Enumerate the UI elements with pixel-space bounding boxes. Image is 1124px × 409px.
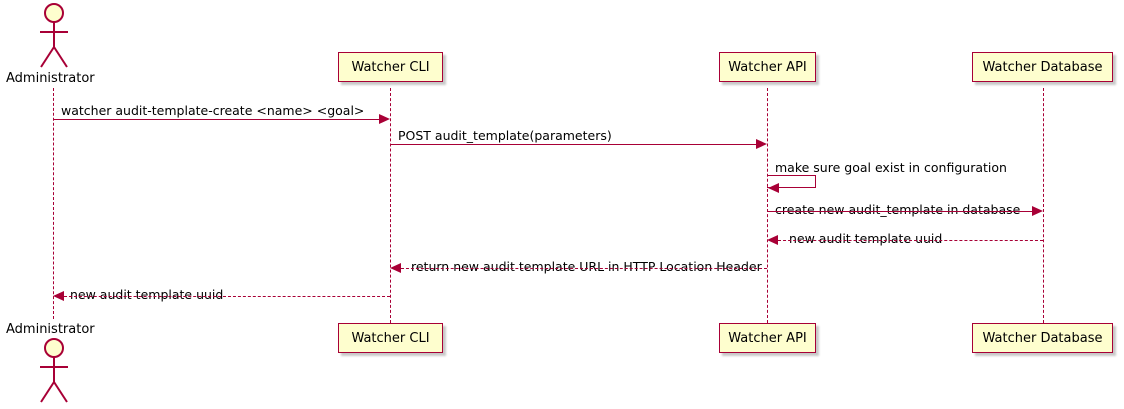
message-2-label: POST audit_template(parameters) — [398, 128, 612, 143]
participant-watcher-cli-bottom[interactable]: Watcher CLI — [338, 323, 443, 353]
message-4-label: create new audit_template in database — [775, 202, 1021, 217]
actor-administrator-top-label: Administrator — [6, 71, 95, 86]
participant-watcher-api-bottom[interactable]: Watcher API — [719, 323, 816, 353]
lifeline-watcher-cli — [390, 88, 391, 323]
participant-watcher-cli-top-label: Watcher CLI — [351, 59, 430, 75]
message-4-arrowhead — [1032, 206, 1043, 216]
actor-administrator-bottom-label: Administrator — [6, 322, 95, 337]
participant-watcher-api-bottom-label: Watcher API — [728, 330, 807, 346]
message-1-line — [53, 119, 379, 120]
message-3-label: make sure goal exist in configuration — [775, 160, 1007, 175]
actor-administrator-bottom-icon — [40, 338, 68, 403]
message-6-arrowhead — [390, 263, 401, 273]
message-5-line — [778, 240, 1043, 241]
message-1-arrowhead — [379, 114, 390, 124]
participant-watcher-api-top-label: Watcher API — [728, 59, 807, 75]
participant-watcher-api-top[interactable]: Watcher API — [719, 52, 816, 82]
lifeline-watcher-database — [1043, 88, 1044, 323]
message-5-arrowhead — [767, 235, 778, 245]
message-7-arrowhead — [53, 291, 64, 301]
message-2-line — [390, 144, 756, 145]
message-7-line — [64, 296, 390, 297]
message-6-line — [401, 268, 767, 269]
message-4-line — [767, 211, 1032, 212]
message-5-label: new audit template uuid — [789, 231, 943, 246]
participant-watcher-cli-bottom-label: Watcher CLI — [351, 330, 430, 346]
message-6-label: return new audit template URL in HTTP Lo… — [411, 259, 762, 274]
participant-watcher-database-bottom-label: Watcher Database — [982, 330, 1103, 346]
participant-watcher-database-bottom[interactable]: Watcher Database — [972, 323, 1113, 353]
participant-watcher-database-top[interactable]: Watcher Database — [972, 52, 1113, 82]
message-3-arrowhead — [768, 183, 779, 193]
message-2-arrowhead — [756, 139, 767, 149]
lifeline-administrator — [53, 88, 54, 319]
participant-watcher-cli-top[interactable]: Watcher CLI — [338, 52, 443, 82]
actor-administrator-top-icon — [40, 3, 68, 68]
message-1-label: watcher audit-template-create <name> <go… — [61, 103, 365, 118]
lifeline-watcher-api — [767, 88, 768, 323]
message-7-label: new audit template uuid — [70, 287, 224, 302]
participant-watcher-database-top-label: Watcher Database — [982, 59, 1103, 75]
message-3-selfloop — [767, 175, 816, 188]
